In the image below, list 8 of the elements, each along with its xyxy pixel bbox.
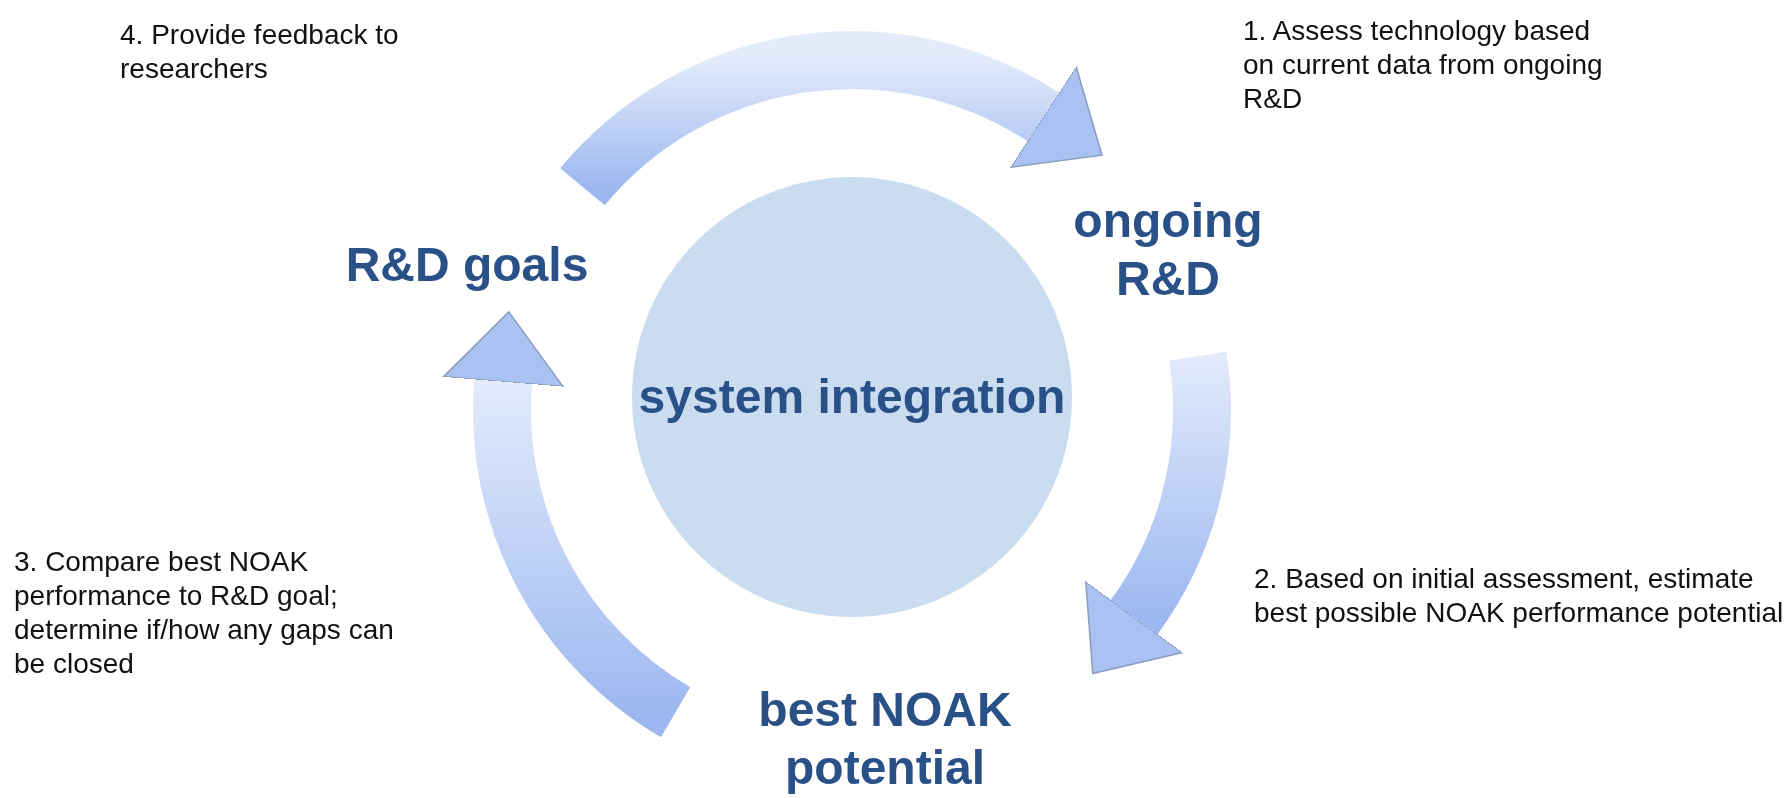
center-circle: system integration [632,177,1072,617]
curved-arrow [561,31,1105,207]
step-note: 1. Assess technology based on current data from ongoing R&D [1243,14,1604,117]
stage-label: R&D goals [332,230,602,300]
stage-label: best NOAK potential [720,680,1050,798]
step-note: 2. Based on initial assessment, estimate best possible NOAK performance potential [1254,562,1784,631]
step-note: 4. Provide feedback to researchers [120,18,400,87]
step-note: 3. Compare best NOAK performance to R&D goal; determine if/how any gaps can be closed [14,545,395,682]
